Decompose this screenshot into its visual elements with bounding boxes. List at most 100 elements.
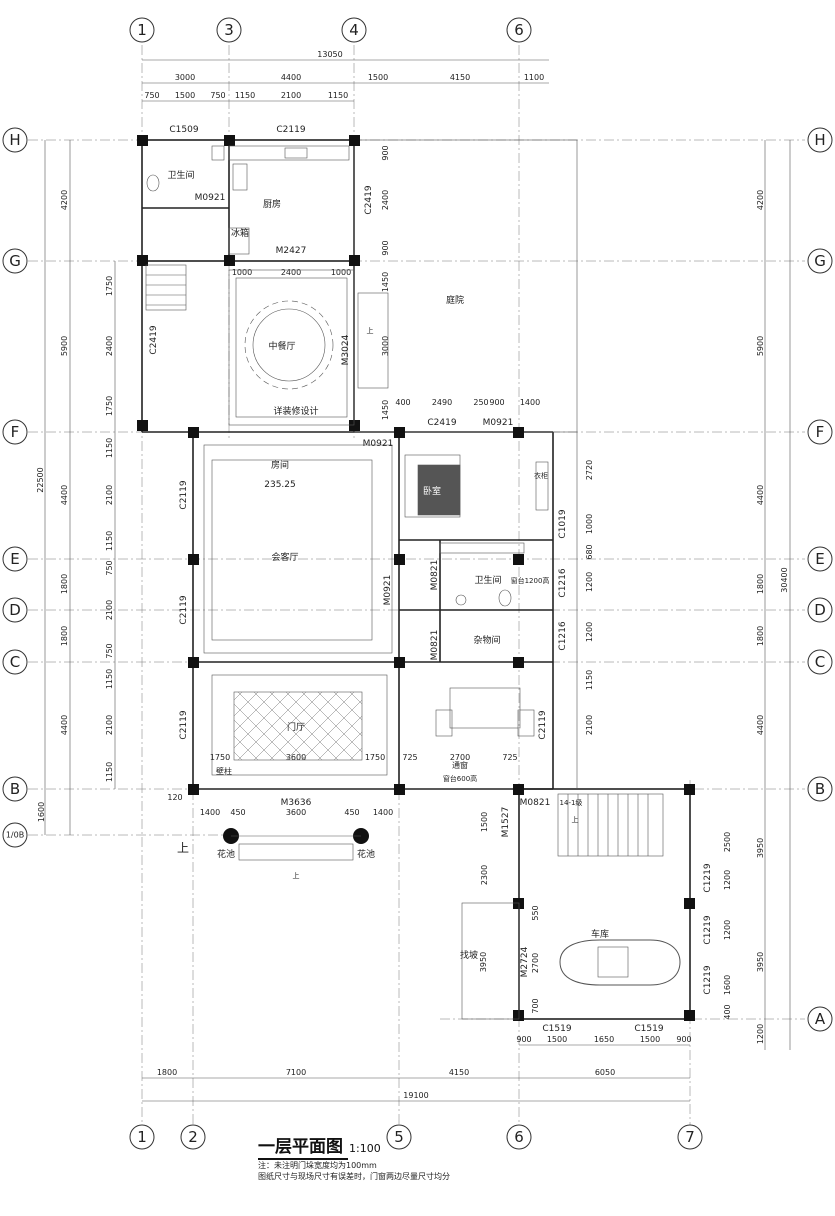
dim-text: 680 (585, 544, 594, 559)
door-tag: M3636 (281, 798, 312, 808)
dim-text: 750 (210, 91, 225, 100)
axis-label: 5 (394, 1128, 404, 1146)
round-table (252, 308, 326, 382)
dim-text: 3000 (381, 336, 390, 356)
axis-label: 1 (137, 1128, 147, 1146)
dim-text: 4150 (450, 73, 470, 82)
basin-icon (455, 594, 467, 606)
dim-text: 750 (105, 643, 114, 658)
entry-rug (211, 674, 388, 776)
dimension-bottom: 1800 7100 4150 6050 19100 900 1500 1650 … (142, 1035, 692, 1102)
dim-text: 1750 (105, 276, 114, 296)
dimension-right: 4200 5900 4400 1800 1800 4400 3950 3950 … (756, 140, 791, 1050)
dim-text: 1400 (200, 808, 220, 817)
dim-text: 2100 (105, 715, 114, 735)
dim-text: 1600 (37, 802, 46, 822)
room-label-storage: 杂物间 (473, 634, 500, 646)
dim-text: 1800 (60, 574, 69, 594)
planter-left-label: 花池 (217, 848, 235, 860)
window-tag: C2119 (276, 125, 305, 135)
axis-label: B (10, 780, 20, 798)
axis-label: B (815, 780, 825, 798)
dim-text: 4400 (60, 715, 69, 735)
dim-text: 5900 (60, 336, 69, 356)
clerestory-label: 通窗 (452, 760, 468, 770)
stove-icon (232, 163, 248, 191)
dim-text: 750 (105, 560, 114, 575)
bath2-sill-note: 窗台1200高 (511, 576, 550, 585)
window-tag: C2119 (179, 480, 189, 509)
dim-text: 22500 (36, 467, 45, 492)
room-label-courtyard: 庭院 (446, 294, 464, 306)
door-tag: M2427 (276, 246, 307, 256)
kitchen-counter (228, 145, 350, 161)
dining-rug-inner (235, 277, 348, 418)
dim-text: 1450 (381, 400, 390, 420)
axis-label: G (814, 252, 826, 270)
dim-text: 1800 (60, 626, 69, 646)
planter-right-label: 花池 (357, 848, 375, 860)
door-tag: M2724 (520, 946, 530, 977)
axis-bubble (216, 17, 242, 43)
dim-text: 4150 (449, 1068, 469, 1077)
room-label-closet: 衣柜 (534, 471, 548, 480)
dim-text: 4400 (60, 485, 69, 505)
dim-text: 1750 (365, 753, 385, 762)
dim-text: 450 (344, 808, 359, 817)
sink-icon (211, 145, 225, 161)
dim-text: 1200 (756, 1024, 765, 1044)
dim-text: 400 (395, 398, 410, 407)
reception-carpet (203, 444, 393, 654)
dim-text: 1200 (585, 622, 594, 642)
dim-text: 1500 (640, 1035, 660, 1044)
room-label-entry: 门厅 (287, 721, 305, 733)
axis-bubble (506, 17, 532, 43)
dim-text: 1400 (373, 808, 393, 817)
axis-bubble (386, 1124, 412, 1150)
car-icon (559, 939, 681, 986)
dim-text: 13050 (317, 50, 342, 59)
axis-label: G (9, 252, 21, 270)
dim-text: 2400 (281, 268, 301, 277)
bed-cover (417, 464, 461, 516)
fridge-box (228, 227, 250, 255)
door-tag: M3024 (341, 334, 351, 365)
door-tag: M1527 (501, 807, 511, 838)
dim-text: 2700 (531, 953, 540, 973)
dim-text: 1500 (547, 1035, 567, 1044)
door-tag: M0921 (483, 418, 514, 428)
window-tag: C2119 (179, 595, 189, 624)
room-label-dining: 中餐厅 (268, 340, 295, 352)
axis-label: D (814, 601, 826, 619)
axis-label: 1 (137, 21, 147, 39)
door-tag: M0921 (195, 193, 226, 203)
title-block: 一层平面图 1:100 注：未注明门垛宽度均为100mm 图纸尺寸与现场尺寸有误… (258, 1132, 678, 1182)
dim-text: 1800 (157, 1068, 177, 1077)
dim-text: 1500 (175, 91, 195, 100)
dim-text: 550 (531, 905, 540, 920)
dim-text: 2100 (105, 600, 114, 620)
dim-text: 3000 (175, 73, 195, 82)
toilet-icon (498, 589, 512, 607)
stair-left (145, 264, 187, 311)
door-tag: M0921 (363, 439, 394, 449)
dim-text: 750 (144, 91, 159, 100)
dim-text: 450 (230, 808, 245, 817)
axis-label: E (10, 550, 19, 568)
window-tag: C2119 (179, 710, 189, 739)
dim-text: 1100 (524, 73, 544, 82)
window-tag: C1509 (169, 125, 198, 135)
window-tag: C1019 (558, 509, 568, 538)
reception-carpet-inner (211, 459, 373, 641)
axis-label: E (815, 550, 824, 568)
dim-text: 2100 (105, 485, 114, 505)
dim-text: 900 (516, 1035, 531, 1044)
up-arrow-entry: 上 (293, 871, 300, 880)
dim-text: 1150 (105, 762, 114, 782)
dim-text: 1750 (105, 396, 114, 416)
axis-label: 6 (514, 1128, 524, 1146)
dim-text: 725 (402, 753, 417, 762)
dim-text: 1500 (368, 73, 388, 82)
plan-scale: 1:100 (349, 1142, 381, 1155)
